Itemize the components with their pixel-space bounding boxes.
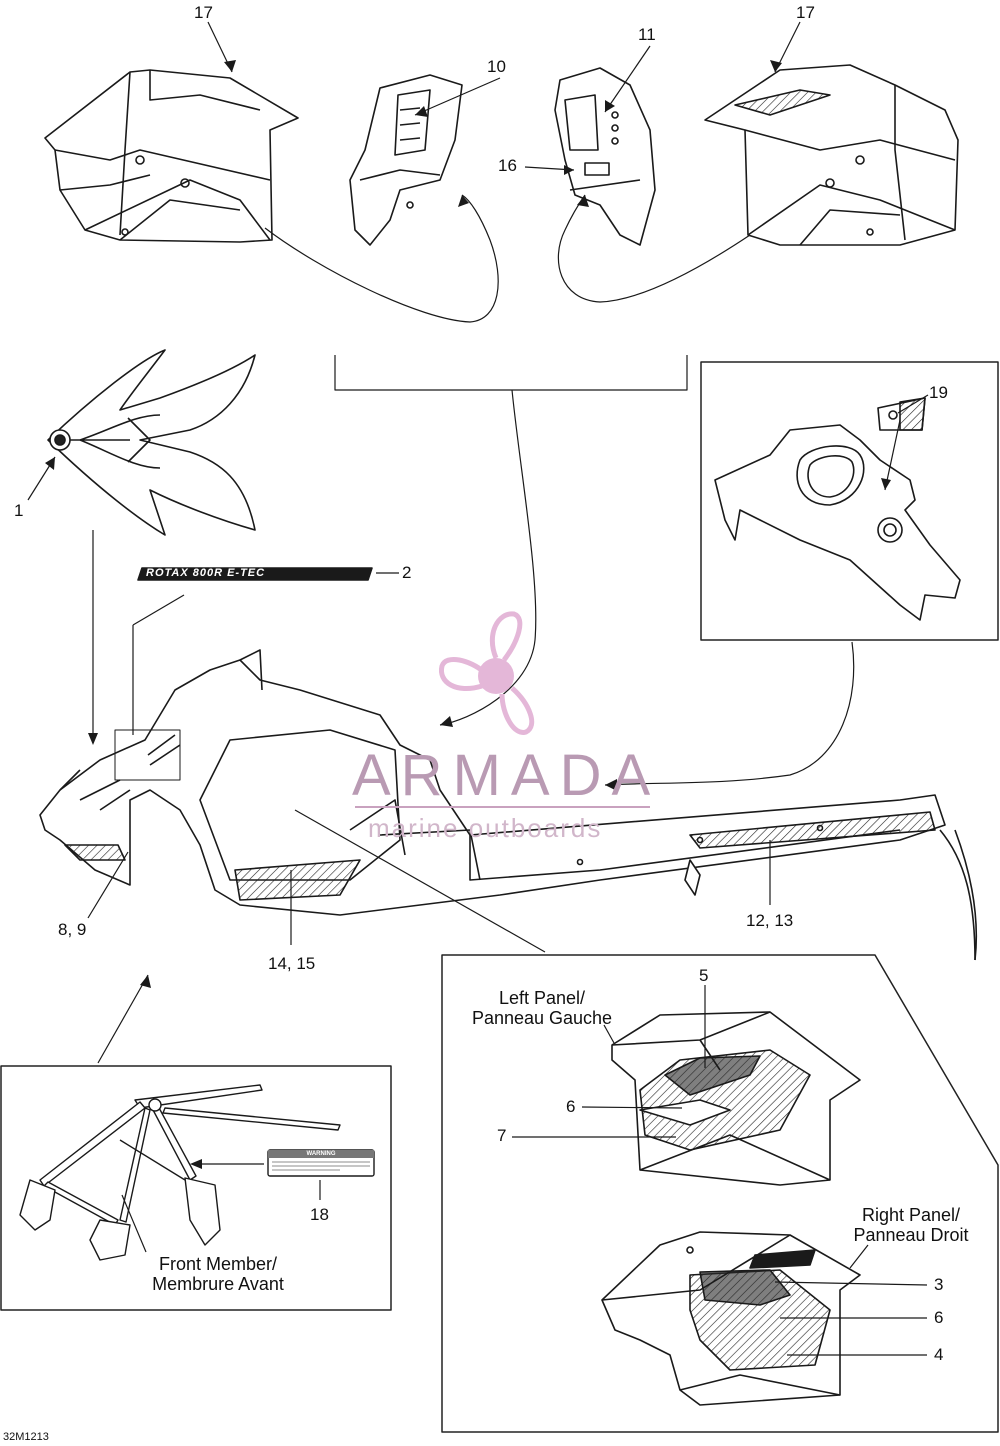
right-panel-caption: Right Panel/ Panneau Droit (836, 1205, 986, 1245)
gauge-panel-box (700, 361, 999, 641)
callout-16: 16 (498, 156, 517, 175)
top-connector-lines (264, 194, 751, 726)
callout-18: 18 (310, 1205, 329, 1224)
gauge-console (714, 397, 961, 621)
side-piece-10 (349, 74, 463, 246)
drawing-code: 32M1213 (3, 1431, 49, 1443)
callout-19: 19 (929, 383, 948, 402)
front-member-frame (19, 1084, 375, 1261)
front-member-caption-fr: Membrure Avant (152, 1274, 284, 1294)
front-member-caption: Front Member/ Membrure Avant (130, 1254, 306, 1294)
left-panel-caption-en: Left Panel/ (498, 988, 586, 1008)
watermark-brand: ARMADA (352, 743, 661, 808)
side-panel-left-top (44, 69, 299, 243)
callout-3: 3 (934, 1275, 944, 1294)
watermark-tagline: marine outboards (368, 813, 603, 843)
callout-10: 10 (487, 57, 506, 76)
rotax-decal-text: ROTAX 800R E-TEC (146, 567, 266, 579)
callout-5: 5 (699, 966, 709, 985)
hood-part (47, 349, 256, 536)
callout-17-right: 17 (796, 3, 815, 22)
callout-17-left: 17 (194, 3, 213, 22)
armada-logo-icon (438, 611, 535, 735)
panels-box (441, 954, 999, 1433)
callout-2: 2 (402, 563, 412, 582)
callout-6-right: 6 (934, 1308, 944, 1327)
rotax-decal (137, 567, 373, 581)
callout-6-left: 6 (566, 1097, 576, 1116)
right-panel-drawing (601, 1231, 861, 1406)
callout-8-9: 8, 9 (58, 920, 87, 939)
front-member-box (0, 1065, 392, 1311)
side-piece-11 (554, 67, 656, 246)
side-panel-right-top (704, 64, 959, 246)
callout-11: 11 (638, 25, 656, 44)
callout-14-15: 14, 15 (268, 954, 316, 973)
watermark-underline (355, 806, 650, 808)
left-panel-caption: Left Panel/ Panneau Gauche (462, 988, 622, 1028)
warning-label-title: WARNING (306, 1151, 336, 1157)
main-chassis (39, 649, 978, 961)
front-member-caption-en: Front Member/ (158, 1254, 278, 1274)
left-panel-caption-fr: Panneau Gauche (471, 1008, 613, 1028)
callout-4: 4 (934, 1345, 944, 1364)
callout-12-13: 12, 13 (746, 911, 794, 930)
left-panel-drawing (611, 1011, 861, 1186)
right-panel-caption-en: Right Panel/ (861, 1205, 961, 1225)
callout-7: 7 (497, 1126, 507, 1145)
right-panel-caption-fr: Panneau Droit (853, 1225, 969, 1245)
arrowheads (45, 60, 891, 1169)
callout-1: 1 (14, 501, 24, 520)
